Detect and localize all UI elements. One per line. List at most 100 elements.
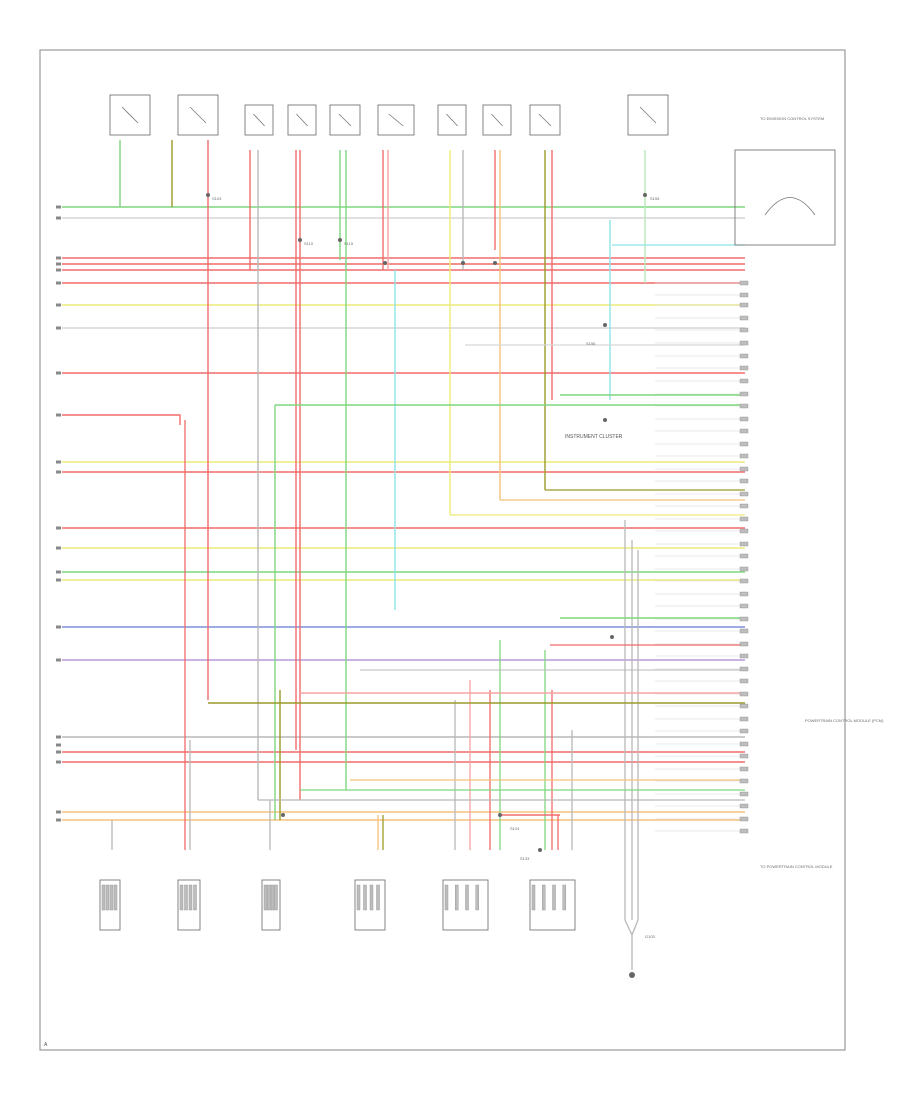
footer-code: A	[44, 1042, 48, 1048]
left-pin	[56, 268, 61, 272]
left-pin	[56, 205, 61, 209]
switch-symbol	[338, 113, 352, 127]
sensor-pin	[376, 884, 380, 911]
diagram-frame	[39, 49, 846, 1051]
sensor-pin	[179, 884, 184, 911]
splice-label: S103	[212, 196, 222, 201]
pcm-pin	[739, 766, 749, 772]
splice-point	[383, 261, 387, 265]
pcm-pin	[739, 315, 749, 321]
pcm-terminal-label: POWERTRAIN CONTROL MODULE (PCM)	[805, 718, 884, 723]
shield-wire	[624, 919, 639, 936]
switch-symbol	[189, 106, 207, 124]
component-layer	[56, 94, 836, 978]
sensor-pin	[274, 884, 278, 911]
sensor-pin	[184, 884, 188, 911]
pcm-pin	[739, 280, 749, 286]
splice-point	[281, 813, 285, 817]
switch-symbol	[538, 113, 552, 127]
left-pin	[56, 256, 61, 260]
left-pin	[56, 303, 61, 307]
component-box	[287, 104, 317, 136]
splice-label: S110	[304, 241, 314, 246]
left-pin	[56, 371, 61, 375]
pcm-pin	[739, 728, 749, 734]
pcm-pin	[739, 391, 749, 397]
left-pin	[56, 760, 61, 764]
pcm-pin	[739, 741, 749, 747]
segment-wire	[62, 414, 181, 425]
switch-symbol	[296, 113, 308, 127]
left-pin	[56, 570, 61, 574]
pcm-pin	[739, 791, 749, 797]
component-box	[177, 94, 219, 136]
pcm-pin	[739, 353, 749, 359]
splice-label: S133	[520, 856, 530, 861]
left-pin	[56, 546, 61, 550]
pcm-pin	[739, 753, 749, 759]
sensor-pin	[263, 884, 268, 911]
switch-symbol	[491, 113, 503, 127]
pcm-pin	[739, 340, 749, 346]
splice-label: S124	[510, 826, 520, 831]
splice-point	[461, 261, 465, 265]
sensor-pin	[270, 884, 275, 911]
pcm-pin	[739, 528, 749, 534]
pcm-pin	[739, 441, 749, 447]
sensor-box	[529, 879, 576, 931]
pcm-pin	[739, 591, 749, 597]
splice-point	[338, 238, 342, 242]
left-pin	[56, 750, 61, 754]
left-pin	[56, 578, 61, 582]
left-pin	[56, 216, 61, 220]
sensor-pin	[369, 884, 374, 911]
left-pin	[56, 326, 61, 330]
sensor-arc	[764, 197, 816, 216]
pcm-note-label: TO POWERTRAIN CONTROL MODULE	[760, 864, 833, 869]
pcm-pin	[739, 416, 749, 422]
ground-symbol	[629, 972, 635, 978]
pcm-pin	[739, 678, 749, 684]
sensor-pin	[455, 884, 459, 911]
pcm-pin	[739, 466, 749, 472]
component-box	[529, 104, 561, 136]
splice-point	[298, 238, 302, 242]
switch-symbol	[639, 106, 657, 124]
sensor-box	[354, 879, 386, 931]
pcm-pin	[739, 691, 749, 697]
splice-label: S156	[586, 341, 596, 346]
component-box	[109, 94, 151, 136]
sensor-pin	[193, 884, 197, 911]
left-pin	[56, 470, 61, 474]
sensor-pin	[267, 884, 271, 911]
sensor-pin	[531, 884, 536, 911]
sensor-pin	[105, 884, 110, 911]
pcm-pin	[739, 616, 749, 622]
left-pin	[56, 526, 61, 530]
sensor-pin	[562, 884, 566, 911]
sensor-pin	[542, 884, 546, 911]
splice-point	[206, 193, 210, 197]
sensor-box	[177, 879, 201, 931]
left-pin	[56, 625, 61, 629]
left-pin	[56, 735, 61, 739]
pcm-pin	[739, 478, 749, 484]
pcm-pin	[739, 653, 749, 659]
pcm-pin	[739, 378, 749, 384]
pcm-pin	[739, 641, 749, 647]
component-box	[329, 104, 361, 136]
component-box	[377, 104, 415, 136]
pcm-pin	[739, 703, 749, 709]
pcm-pin	[739, 566, 749, 572]
emission-component	[734, 149, 836, 246]
splice-point	[493, 261, 497, 265]
left-pin	[56, 281, 61, 285]
pcm-pin	[739, 628, 749, 634]
pcm-pin	[739, 716, 749, 722]
instrument-cluster-label: INSTRUMENT CLUSTER	[565, 434, 623, 440]
pcm-pin	[739, 666, 749, 672]
wire-layer	[62, 140, 745, 970]
left-pin	[56, 743, 61, 747]
